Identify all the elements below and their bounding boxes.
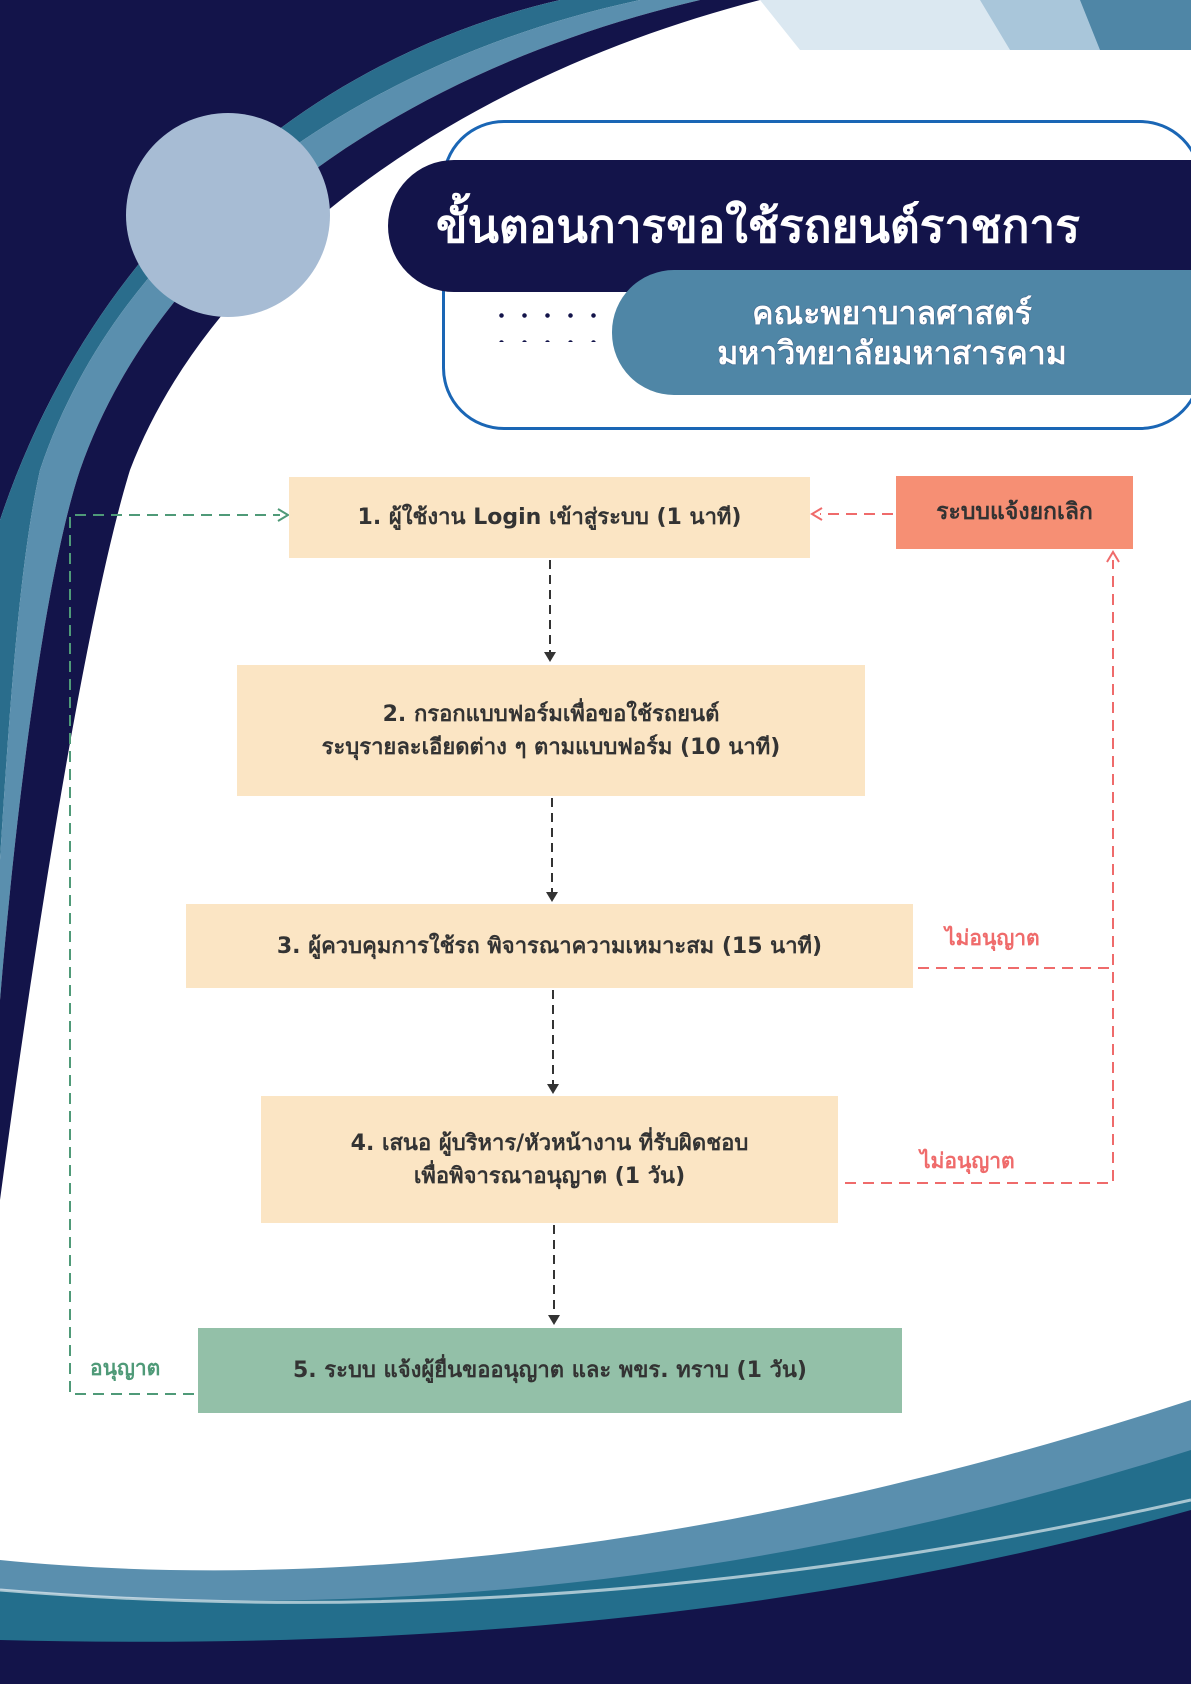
faculty-name: คณะพยาบาลศาสตร์ bbox=[752, 293, 1032, 332]
step-1-box: 1. ผู้ใช้งาน Login เข้าสู่ระบบ (1 นาที) bbox=[289, 477, 810, 558]
approved-label: อนุญาต bbox=[90, 1356, 161, 1380]
step-2-line2: ระบุรายละเอียดต่าง ๆ ตามแบบฟอร์ม (10 นาท… bbox=[321, 734, 781, 760]
approve-connector bbox=[69, 514, 280, 1395]
step-5-box: 5. ระบบ แจ้งผู้ยื่นขออนุญาต และ พขร. ทรา… bbox=[198, 1328, 902, 1413]
subtitle-banner: คณะพยาบาลศาสตร์ มหาวิทยาลัยมหาสารคาม bbox=[612, 270, 1191, 395]
not-approved-label-1: ไม่อนุญาต bbox=[945, 926, 1040, 950]
step-2-box: 2. กรอกแบบฟอร์มเพื่อขอใช้รถยนต์ ระบุรายล… bbox=[237, 665, 865, 796]
step-4-line1: 4. เสนอ ผู้บริหาร/หัวหน้างาน ที่รับผิดชอ… bbox=[350, 1130, 749, 1156]
university-name: มหาวิทยาลัยมหาสารคาม bbox=[717, 333, 1067, 372]
decorative-circle bbox=[126, 113, 330, 317]
step-2-line1: 2. กรอกแบบฟอร์มเพื่อขอใช้รถยนต์ bbox=[382, 701, 720, 727]
step-1-text: 1. ผู้ใช้งาน Login เข้าสู่ระบบ (1 นาที) bbox=[357, 505, 742, 530]
cancel-notice-box: ระบบแจ้งยกเลิก bbox=[896, 476, 1133, 549]
step-4-line2: เพื่อพิจารณาอนุญาต (1 วัน) bbox=[413, 1163, 686, 1189]
reject-connectors bbox=[820, 513, 1114, 1184]
decorative-dots bbox=[490, 302, 605, 342]
cancel-notice-text: ระบบแจ้งยกเลิก bbox=[936, 499, 1093, 526]
step-4-box: 4. เสนอ ผู้บริหาร/หัวหน้างาน ที่รับผิดชอ… bbox=[261, 1096, 838, 1223]
not-approved-label-2: ไม่อนุญาต bbox=[920, 1149, 1015, 1173]
step-3-box: 3. ผู้ควบคุมการใช้รถ พิจารณาความเหมาะสม … bbox=[186, 904, 913, 988]
step-5-text: 5. ระบบ แจ้งผู้ยื่นขออนุญาต และ พขร. ทรา… bbox=[292, 1358, 807, 1383]
step-3-text: 3. ผู้ควบคุมการใช้รถ พิจารณาความเหมาะสม … bbox=[276, 933, 823, 959]
title-text: ขั้นตอนการขอใช้รถยนต์ราชการ bbox=[436, 198, 1080, 253]
